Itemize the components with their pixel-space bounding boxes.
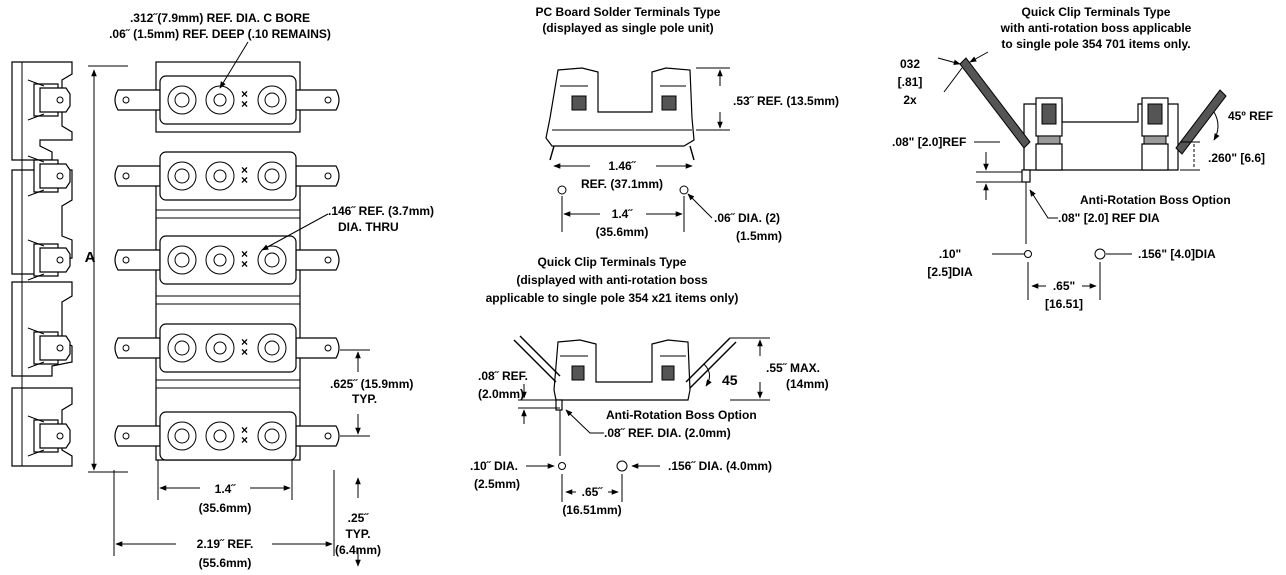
qc701-small-hole-label-1: .10" (939, 247, 961, 261)
quick-clip-701-view: Quick Clip Terminals Type with anti-rota… (892, 5, 1273, 311)
qc-hole-span-label-2: (16.51mm) (562, 503, 621, 517)
pcb-part-profile (545, 67, 695, 161)
pcb-hole-right (679, 185, 689, 195)
qc-title-2: (displayed with anti-rotation boss (516, 273, 708, 287)
pcb-span-label-1: 1.46˝ (608, 159, 636, 173)
qc701-large-hole-label: .156" [4.0]DIA (1138, 247, 1216, 261)
tab-label-3: (6.4mm) (335, 543, 381, 557)
pcb-hole-dia-label-2: (1.5mm) (736, 229, 782, 243)
qc-boss-option-label: Anti-Rotation Boss Option (606, 408, 757, 422)
x-mark: × (241, 433, 248, 447)
pitch-label-1: .625˝ (15.9mm) (330, 377, 413, 391)
cbore-label-2: .06˝ (1.5mm) REF. DEEP (.10 REMAINS) (109, 27, 331, 41)
qc701-thick-label-2: [.81] (898, 75, 923, 89)
qc701-boss-dia-label: .08" [2.0] REF DIA (1058, 211, 1160, 225)
qc701-hole-span-label-1: .65" (1053, 279, 1075, 293)
side-clip (27, 415, 71, 457)
qc701-title-3: to single pole 354 701 items only. (1001, 37, 1190, 51)
fuse-pole: ×× (114, 75, 340, 125)
qc701-part-profile (959, 57, 1227, 183)
qc-boss-ref-label-2: (2.0mm) (478, 387, 524, 401)
qc-title-3: applicable to single pole 354 x21 items … (486, 291, 739, 305)
thru-label-2: DIA. THRU (338, 220, 399, 234)
x-mark: × (241, 247, 248, 261)
qc-small-hole-label-2: (2.5mm) (474, 477, 520, 491)
qc-part-profile (513, 335, 737, 411)
fuse-pole: ×× (114, 323, 340, 373)
qc701-boss-option-label: Anti-Rotation Boss Option (1080, 193, 1231, 207)
pcb-hole-dia-label-1: .06˝ DIA. (2) (714, 211, 780, 225)
side-clip (27, 79, 71, 121)
fuse-block-top-view: .312˝(7.9mm) REF. DIA. C BORE .06˝ (1.5m… (11, 11, 434, 570)
fuse-pole: ×× (114, 235, 340, 285)
x-mark: × (241, 423, 248, 437)
qc-title-1: Quick Clip Terminals Type (538, 255, 687, 269)
qc-small-hole-label-1: .10˝ DIA. (470, 459, 518, 473)
tab-label-2: TYP. (345, 527, 370, 541)
qc701-hole-span-label-2: [16.51] (1045, 297, 1083, 311)
qc-boss-ref-label-1: .08˝ REF. (478, 369, 528, 383)
qc-max-label-1: .55˝ MAX. (766, 361, 820, 375)
pcb-title-2: (displayed as single pole unit) (542, 21, 713, 35)
pcb-span-label-2: REF. (37.1mm) (581, 177, 663, 191)
qc701-small-hole (1024, 250, 1032, 258)
qc701-title-2: with anti-rotation boss applicable (1000, 21, 1192, 35)
x-mark: × (241, 87, 248, 101)
overall-label-2: (55.6mm) (199, 556, 252, 570)
qc701-angle-label: 45º REF (1228, 109, 1273, 123)
fuse-pole: ×× (114, 151, 340, 201)
tab-label-1: .25˝ (348, 511, 370, 525)
side-clip (27, 155, 71, 197)
overall-label-1: 2.19˝ REF. (197, 537, 254, 551)
poles: ×××××××××× (114, 75, 340, 461)
qc-small-hole (558, 462, 566, 470)
side-clip (27, 327, 71, 369)
quick-clip-view: Quick Clip Terminals Type (displayed wit… (470, 255, 829, 517)
x-mark: × (241, 345, 248, 359)
fuse-pole: ×× (114, 411, 340, 461)
qc701-boss-ref-label: .08" [2.0]REF (892, 135, 966, 149)
thru-label-1: .146˝ REF. (3.7mm) (328, 204, 434, 218)
qc701-title-1: Quick Clip Terminals Type (1022, 5, 1171, 19)
pcb-hole-span-label-1: 1.4˝ (612, 207, 634, 221)
x-mark: × (241, 163, 248, 177)
pcb-title-1: PC Board Solder Terminals Type (536, 5, 721, 19)
cbore-label-1: .312˝(7.9mm) REF. DIA. C BORE (130, 11, 310, 25)
qc-hole-span-label-1: .65˝ (582, 485, 604, 499)
side-clips (27, 79, 71, 457)
x-mark: × (241, 335, 248, 349)
qc-max-label-2: (14mm) (786, 377, 829, 391)
x-mark: × (241, 173, 248, 187)
width-label-2: (35.6mm) (199, 501, 252, 515)
qc701-height-label: .260" [6.6] (1208, 151, 1265, 165)
qc701-thick-label-3: 2x (903, 93, 917, 107)
pcb-terminals-view: PC Board Solder Terminals Type (displaye… (536, 5, 840, 243)
qc-large-hole (616, 460, 628, 472)
width-label-1: 1.4˝ (215, 482, 237, 496)
x-mark: × (241, 257, 248, 271)
pcb-hole-left (557, 185, 567, 195)
x-mark: × (241, 97, 248, 111)
qc701-thick-label-1: 032 (900, 57, 920, 71)
pcb-height-label: .53˝ REF. (13.5mm) (733, 94, 839, 108)
dim-a-label: A (85, 249, 96, 266)
side-clip (27, 239, 71, 281)
qc-angle-label: 45 (722, 372, 738, 388)
pitch-label-2: TYP. (352, 392, 377, 406)
qc701-small-hole-label-2: [2.5]DIA (927, 265, 973, 279)
qc701-large-hole (1094, 248, 1106, 260)
qc-large-hole-label: .156˝ DIA. (4.0mm) (668, 459, 772, 473)
qc-boss-dia-label: .08˝ REF. DIA. (2.0mm) (604, 426, 731, 440)
pcb-hole-span-label-2: (35.6mm) (596, 225, 649, 239)
